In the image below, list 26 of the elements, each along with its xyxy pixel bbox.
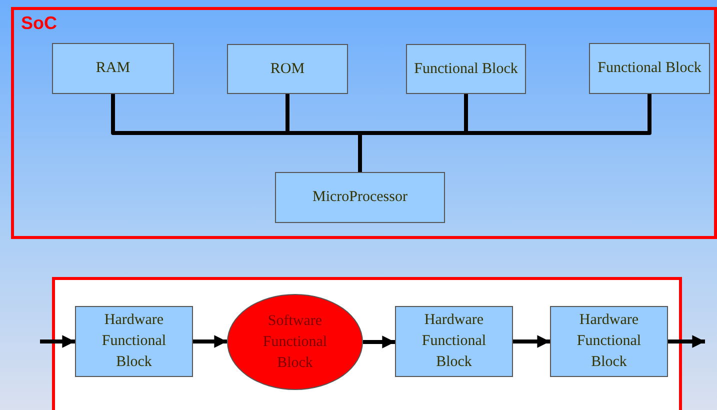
bus-line (358, 94, 652, 172)
arrow (193, 335, 227, 348)
block-label: Functional Block (598, 59, 702, 78)
block-label: MicroProcessor (312, 188, 408, 207)
block-label: Software Functional Block (262, 312, 328, 372)
block-box (406, 44, 526, 94)
container-frame (52, 277, 682, 410)
block-label: ROM (270, 60, 305, 78)
block-box (75, 306, 193, 377)
block-box (550, 306, 668, 377)
arrow (668, 335, 705, 348)
arrow (363, 336, 395, 348)
block-label: Hardware Functional Block (576, 311, 642, 372)
container-frame (11, 7, 717, 239)
block-box (52, 43, 174, 94)
block-box (227, 44, 348, 94)
block-label: Functional Block (414, 60, 518, 78)
container-title: SoC (21, 13, 57, 34)
block-box (589, 43, 710, 94)
block-box (275, 172, 445, 223)
block-label: Hardware Functional Block (420, 311, 488, 372)
block-box (395, 306, 513, 377)
arrow (40, 335, 75, 348)
arrow (513, 335, 550, 348)
block-label: RAM (96, 59, 130, 78)
block-label: Hardware Functional Block (100, 311, 168, 372)
